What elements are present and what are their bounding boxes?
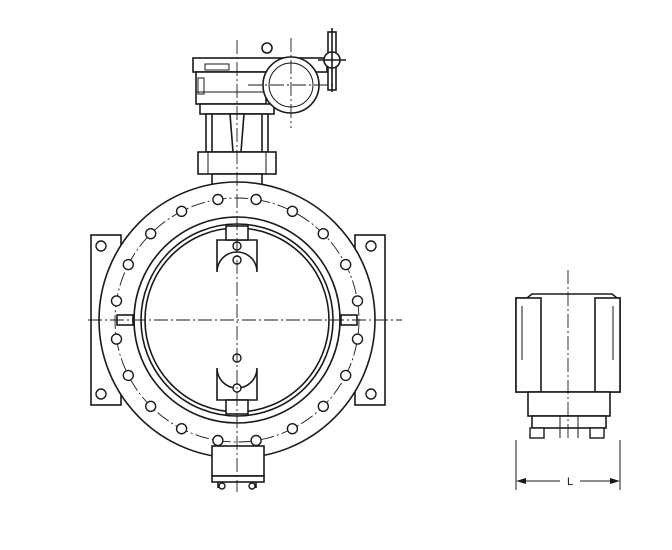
- front-view: [88, 28, 402, 492]
- bolt-hole: [351, 333, 364, 345]
- bolt-hole: [212, 193, 224, 206]
- handwheel: [318, 28, 346, 92]
- bolt-hole: [110, 295, 123, 307]
- bolt-hole: [351, 295, 364, 307]
- bolt-hole: [110, 333, 123, 345]
- bolt-hole: [175, 423, 188, 435]
- bolt-hole: [317, 227, 329, 240]
- bolt-hole: [286, 423, 299, 435]
- bolt-hole: [250, 434, 262, 447]
- bolt-hole: [340, 369, 352, 382]
- bolt-hole: [250, 193, 262, 206]
- bolt-hole: [144, 400, 157, 412]
- bottom-neck: [211, 445, 265, 477]
- bolt-hole: [317, 400, 329, 412]
- bolt-hole: [212, 434, 224, 447]
- bolt-hole: [122, 258, 135, 271]
- bolt-holes: [110, 193, 364, 447]
- bolt-hole: [144, 227, 157, 240]
- bolt-hole: [122, 369, 135, 382]
- dimension-l: L: [515, 440, 621, 490]
- dimension-label: L: [567, 476, 573, 488]
- bolt-hole: [175, 205, 188, 218]
- bolt-hole: [340, 258, 352, 271]
- gearbox-operator: [192, 28, 346, 128]
- side-view: L: [515, 270, 621, 490]
- bolt-hole: [286, 205, 299, 218]
